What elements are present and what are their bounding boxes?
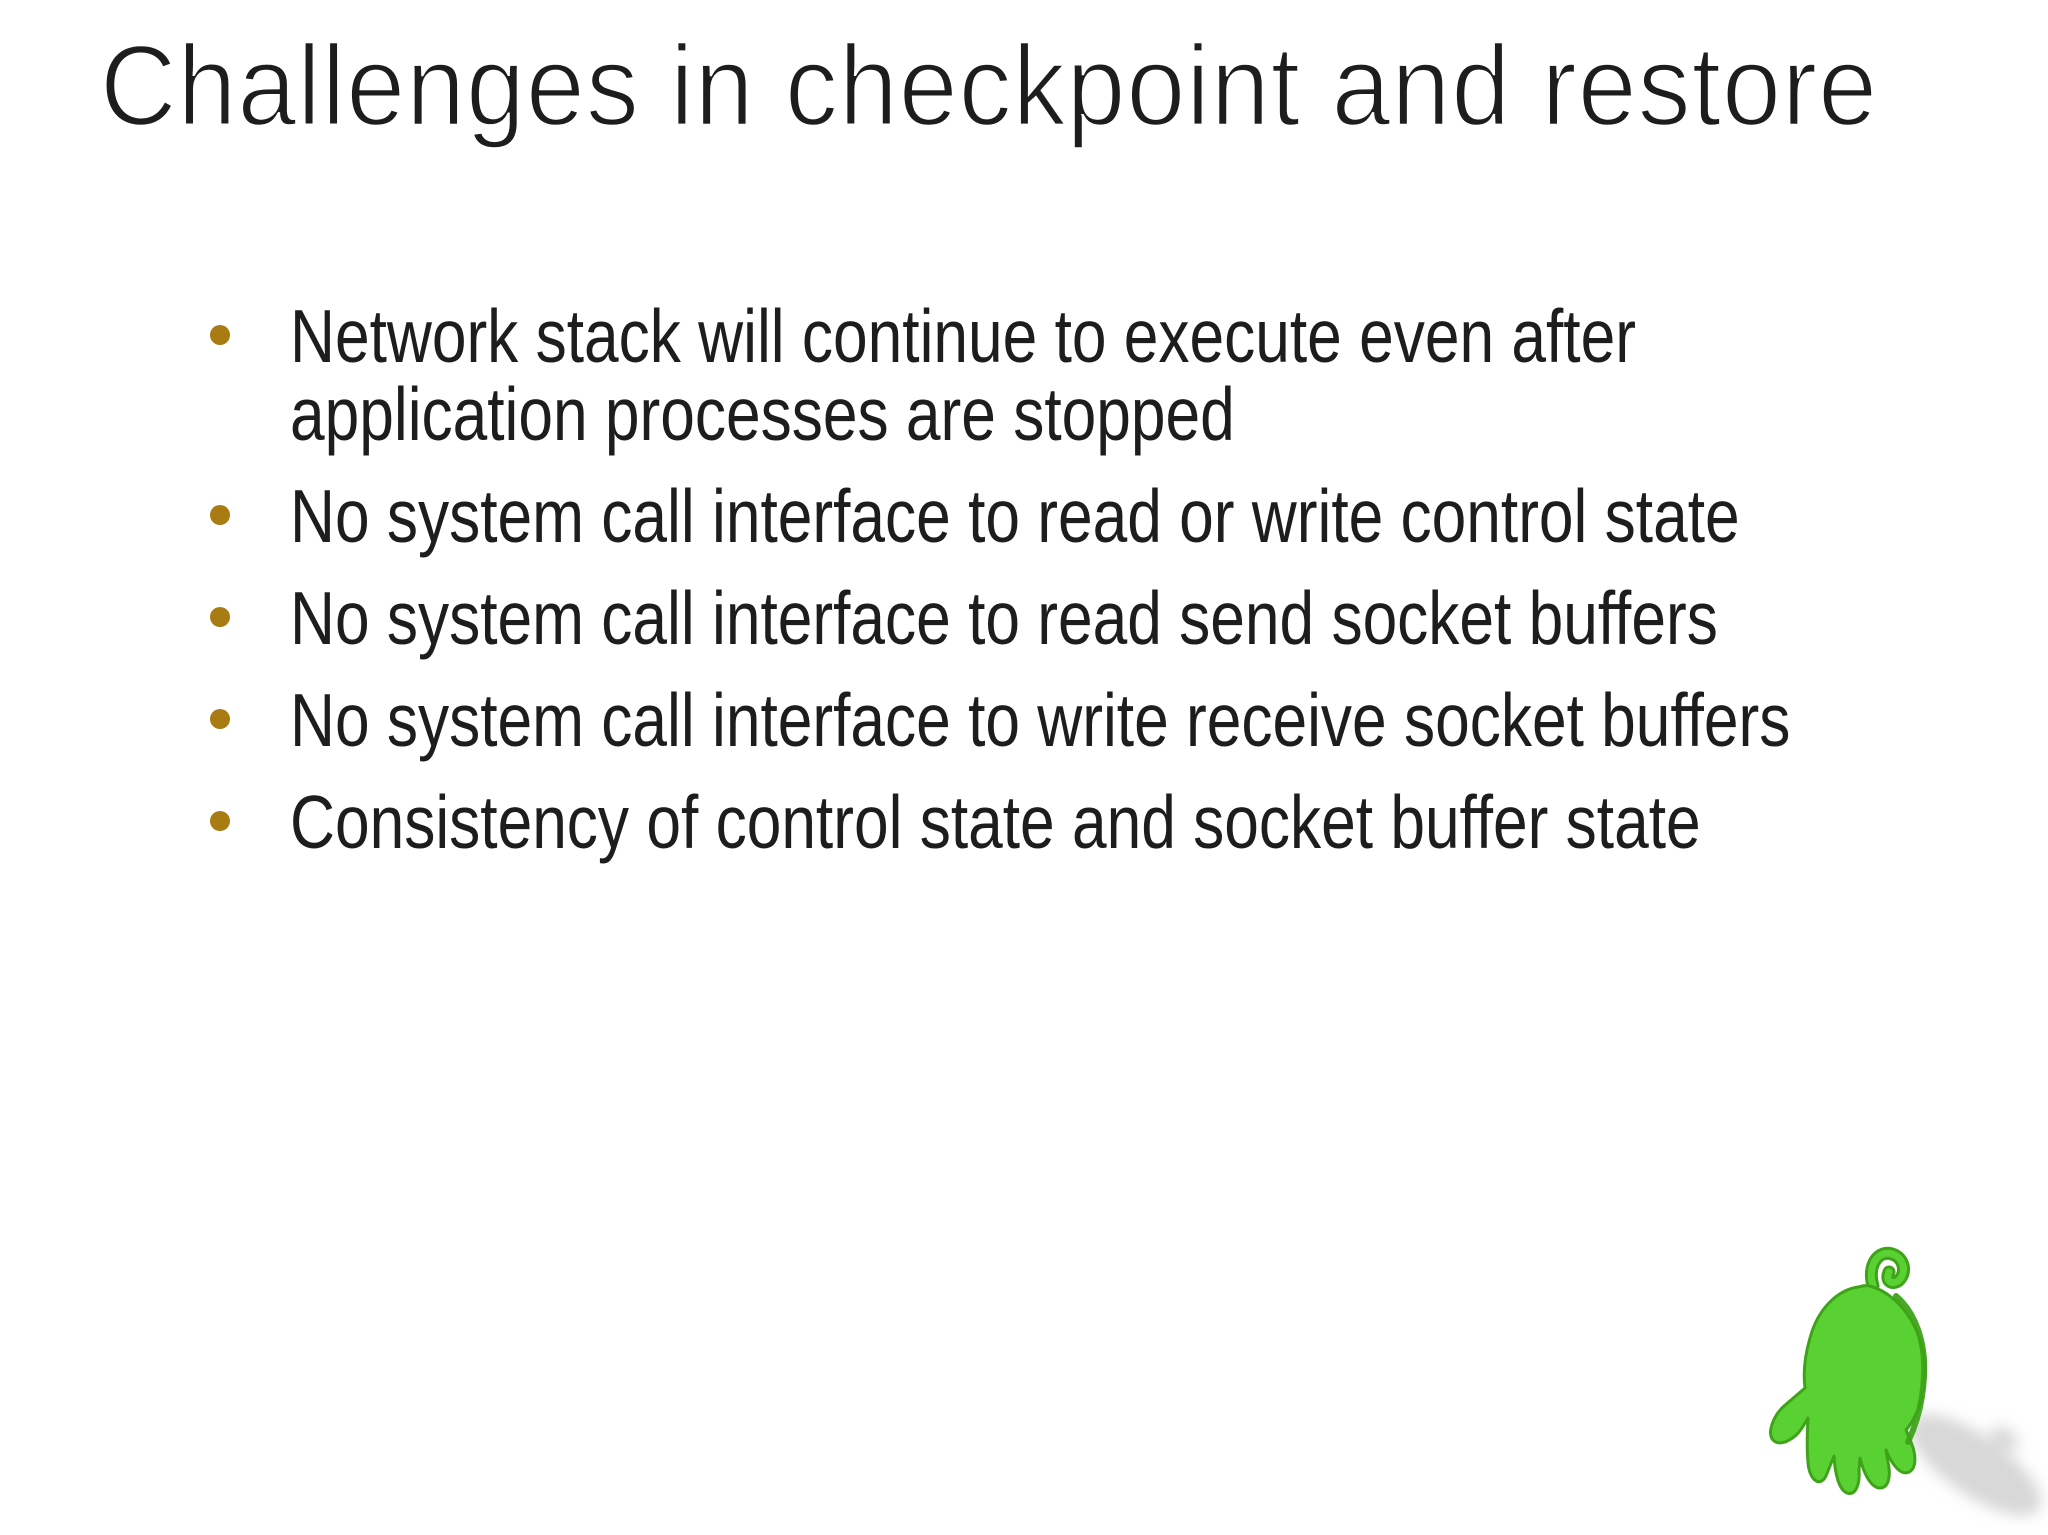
mascot-shadow [1908, 1413, 2042, 1517]
bullet-item: No system call interface to read or writ… [210, 477, 2048, 555]
bullet-text: No system call interface to write receiv… [290, 678, 1791, 762]
slide-title: Challenges in checkpoint and restore [99, 23, 1879, 150]
bullet-text: No system call interface to read or writ… [290, 474, 1740, 558]
bullet-dot-icon [210, 709, 230, 729]
bullet-item: Consistency of control state and socket … [210, 783, 2048, 861]
bullet-dot-icon [210, 325, 230, 345]
bullet-item: Network stack will continue to execute e… [210, 297, 2048, 453]
bullet-item: No system call interface to read send so… [210, 579, 2048, 657]
bullet-dot-icon [210, 607, 230, 627]
bullet-text: Network stack will continue to execute e… [290, 294, 1636, 456]
bullet-text: Consistency of control state and socket … [290, 780, 1701, 864]
bullet-item: No system call interface to write receiv… [210, 681, 2048, 759]
mascot-edge-highlight [1893, 1293, 1928, 1445]
mascot-body [1769, 1284, 1927, 1495]
bullet-text: No system call interface to read send so… [290, 576, 1718, 660]
bullet-dot-icon [210, 505, 230, 525]
bullet-list: Network stack will continue to execute e… [210, 297, 2048, 885]
green-hand-mascot-icon [1769, 1246, 2042, 1517]
bullet-dot-icon [210, 811, 230, 831]
